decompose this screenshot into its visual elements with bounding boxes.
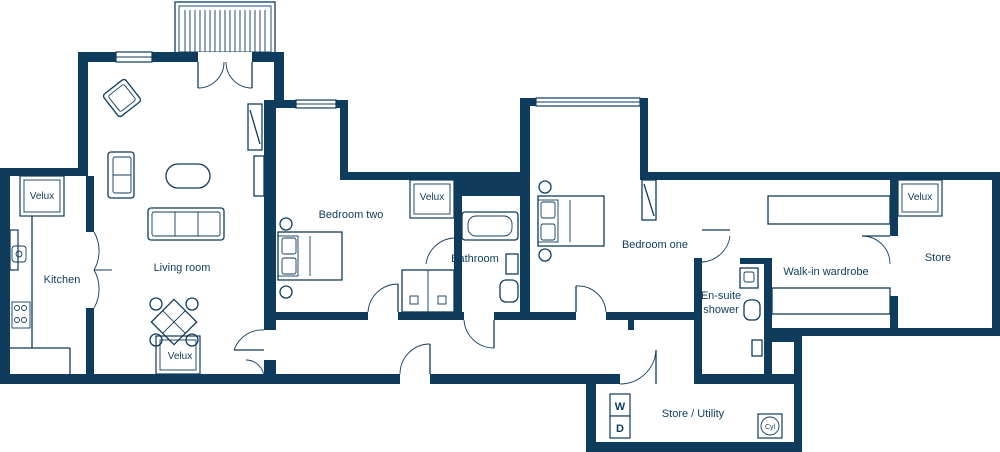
dryer-label: D	[616, 423, 624, 435]
bathroom-fittings	[401, 211, 519, 313]
windows	[9, 51, 641, 271]
bedroom-one-furniture	[537, 179, 657, 262]
kitchen-units	[10, 216, 71, 374]
washer-label: W	[615, 401, 626, 413]
walls	[0, 52, 1000, 452]
room-label-ensuite-line2: shower	[703, 304, 739, 316]
velux-living: Velux	[155, 335, 201, 375]
room-label-store: Store	[925, 252, 951, 264]
velux-bedroom-two: Velux	[409, 179, 455, 219]
velux-wardrobe: Velux	[897, 179, 943, 217]
room-label-store-utility: Store / Utility	[662, 408, 725, 420]
room-label-bedroom-one: Bedroom one	[622, 239, 688, 251]
balcony	[174, 1, 276, 55]
velux-bedroom-two-label: Velux	[420, 192, 444, 203]
living-furniture	[102, 78, 265, 347]
room-label-bedroom-two: Bedroom two	[319, 209, 384, 221]
room-label-ensuite-line1: En-suite	[701, 290, 741, 302]
balcony-doors	[197, 52, 253, 89]
door-swings	[93, 229, 891, 385]
room-label-living-room: Living room	[154, 262, 211, 274]
velux-living-label: Velux	[168, 351, 192, 362]
ensuite-fittings	[739, 267, 763, 357]
room-label-walkin-wardrobe: Walk-in wardrobe	[783, 266, 868, 278]
room-label-kitchen: Kitchen	[44, 274, 81, 286]
velux-kitchen: Velux	[19, 175, 65, 217]
velux-kitchen-label: Velux	[30, 191, 54, 202]
velux-wardrobe-label: Velux	[908, 192, 932, 203]
utility-appliances: W D Cyl	[609, 393, 783, 439]
bedroom-two-furniture	[277, 217, 343, 299]
room-label-bathroom: Bathroom	[451, 253, 499, 265]
cylinder-label: Cyl	[765, 424, 776, 431]
wardrobe-rails	[767, 195, 891, 315]
